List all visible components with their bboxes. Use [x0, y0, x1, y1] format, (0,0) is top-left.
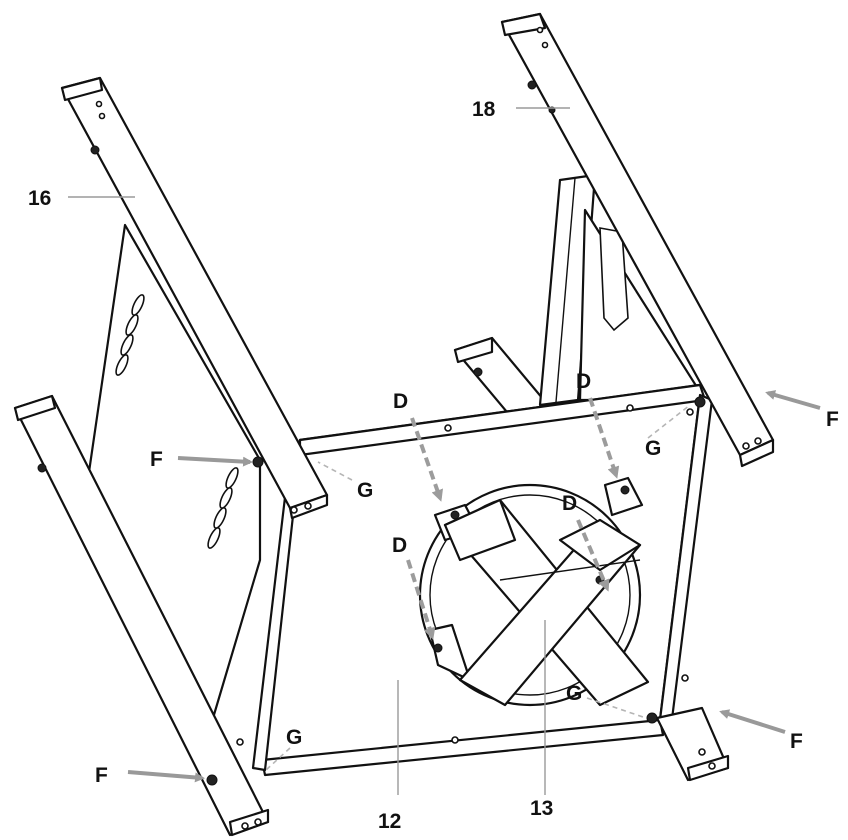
- label-part-18: 18: [472, 98, 496, 121]
- leg-16: [60, 76, 329, 520]
- label-part-13: 13: [530, 797, 553, 820]
- label-part-12: 12: [378, 810, 401, 833]
- label-d-top-left: D: [393, 390, 408, 413]
- leg-front-right: [646, 396, 730, 782]
- f-arrow-right-top: [765, 390, 821, 410]
- leg-front-left: [13, 394, 270, 837]
- g-leader-left-mid: [317, 461, 353, 481]
- d-arrow-mid-right: [576, 519, 610, 592]
- label-d-mid-left: D: [392, 534, 407, 557]
- g-leader-right-bottom: [586, 697, 647, 719]
- left-side-panel: [80, 223, 262, 747]
- label-d-top-right: D: [576, 370, 591, 393]
- f-arrow-right-bottom: [719, 709, 786, 734]
- label-d-mid-right: D: [562, 492, 577, 515]
- label-f-right-top: F: [826, 408, 839, 431]
- label-g-right-top: G: [645, 437, 661, 460]
- label-f-left-mid: F: [150, 448, 163, 471]
- burner-assembly: [418, 476, 650, 707]
- f-arrow-left-bottom: [127, 770, 205, 783]
- f-arrow-left-mid: [177, 456, 253, 467]
- label-g-right-bottom: G: [566, 682, 582, 705]
- vent-slots-lower: [207, 467, 239, 549]
- label-g-left-mid: G: [357, 479, 373, 502]
- label-f-right-bottom: F: [790, 730, 803, 753]
- label-g-left-bottom: G: [286, 726, 302, 749]
- d-arrow-top-left: [410, 417, 444, 502]
- vent-slots-upper: [115, 294, 145, 376]
- g-leader-left-bottom: [265, 747, 291, 771]
- leg-18: [500, 12, 775, 468]
- back-crossbar: [453, 336, 550, 420]
- bracket-tab-top: [603, 476, 644, 517]
- right-side-panel: [578, 208, 702, 402]
- label-part-16: 16: [28, 187, 51, 210]
- label-f-left-bottom: F: [95, 764, 108, 787]
